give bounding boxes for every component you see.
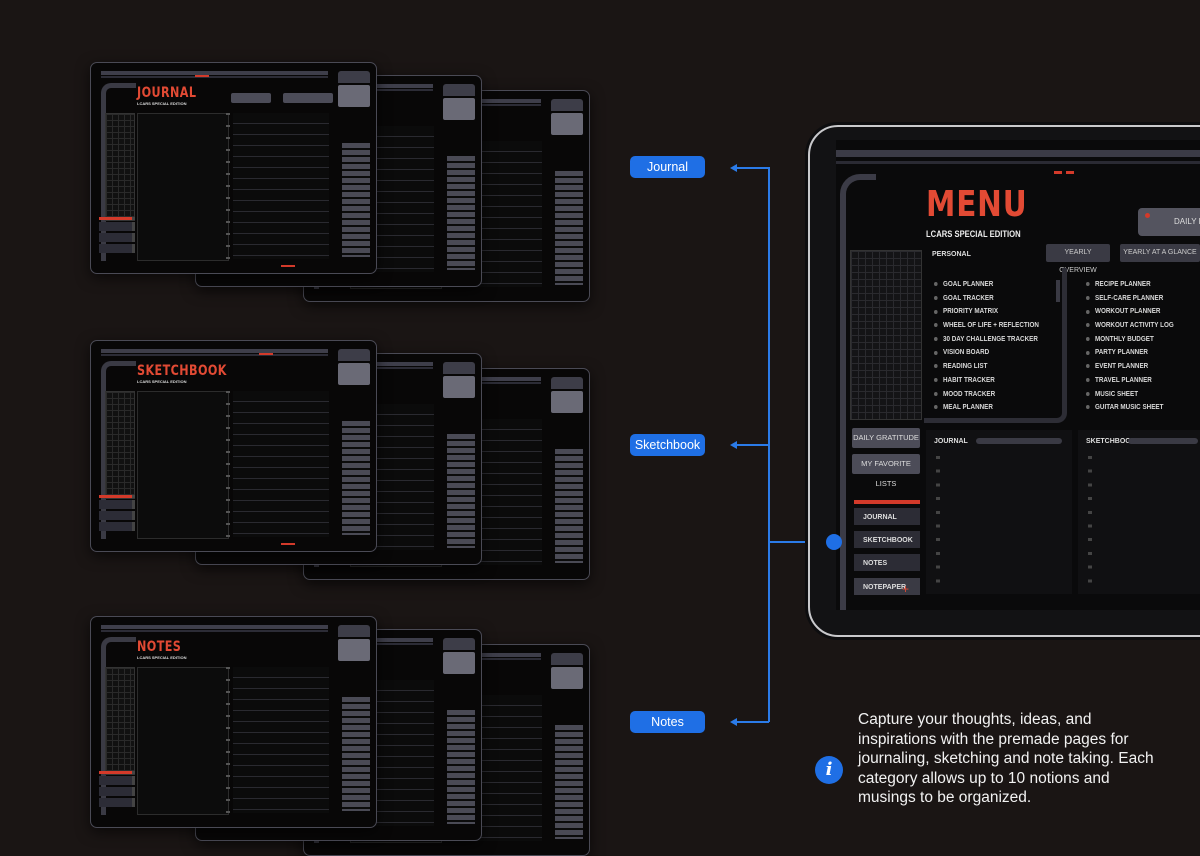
list-item[interactable]: TRAVEL PLANNER [1086,374,1174,388]
sketchbook-section-header: SKETCHBOOK [1086,438,1136,445]
nav-notepaper[interactable]: NOTEPAPER [854,578,920,598]
personal-header: PERSONAL [932,251,971,258]
sketchbook-section: SKETCHBOOK [1078,430,1200,594]
yearly-at-a-glance-button[interactable]: YEARLY AT A GLANCE [1120,244,1200,262]
list-item[interactable]: EVENT PLANNER [1086,360,1174,374]
journal-section-header: JOURNAL [934,438,968,445]
page-subtitle: LCARS SPECIAL EDITION [926,229,1021,239]
daily-gratitude-button[interactable]: DAILY GRATITUDE [852,428,920,448]
journal-mockup-page-1: JOURNAL LCARS SPECIAL EDITION [90,62,377,274]
list-item[interactable]: PARTY PLANNER [1086,346,1174,360]
journal-mockup-stack: JOURNAL LCARS SPECIAL EDITION [90,62,600,327]
connector-tablet [769,541,831,543]
mockup-subtitle: LCARS SPECIAL EDITION [137,655,187,660]
list-item[interactable]: RECIPE PLANNER [1086,278,1174,292]
page-title: MENU [926,184,1028,225]
nav-journal[interactable]: JOURNAL [854,508,920,528]
arrow-left-icon [730,164,737,172]
nav-notes[interactable]: NOTES [854,554,920,574]
description-text: Capture your thoughts, ideas, and inspir… [858,711,1154,806]
my-favorite-lists-button[interactable]: MY FAVORITE LISTS [852,454,920,488]
list-item[interactable]: HABIT TRACKER [934,374,1039,388]
mockup-title: SKETCHBOOK [137,363,227,379]
mockup-subtitle: LCARS SPECIAL EDITION [137,101,187,106]
list-item[interactable]: MEAL PLANNER [934,401,1039,415]
add-icon[interactable]: + [902,582,910,596]
list-item[interactable]: VISION BOARD [934,346,1039,360]
mockup-subtitle: LCARS SPECIAL EDITION [137,379,187,384]
list-item[interactable]: WORKOUT ACTIVITY LOG [1086,319,1174,333]
list-item[interactable]: MOOD TRACKER [934,388,1039,402]
list-item[interactable]: GOAL PLANNER [934,278,1039,292]
list-item[interactable]: MONTHLY BUDGET [1086,333,1174,347]
sketchbook-mockup-page-1: SKETCHBOOK LCARS SPECIAL EDITION [90,340,377,552]
list-item[interactable]: PRIORITY MATRIX [934,305,1039,319]
tablet-screen: MENU LCARS SPECIAL EDITION DAILY PL YEAR… [836,140,1200,610]
notes-label[interactable]: Notes [630,711,705,733]
list-item[interactable]: 30 DAY CHALLENGE TRACKER [934,333,1039,347]
yearly-overview-button[interactable]: YEARLY OVERVIEW [1046,244,1110,274]
daily-planner-button[interactable]: DAILY PL [1138,208,1200,236]
list-item[interactable]: GOAL TRACKER [934,292,1039,306]
arrow-left-icon [730,441,737,449]
nav-sketchbook[interactable]: SKETCHBOOK [854,531,920,551]
list-item[interactable]: MUSIC SHEET [1086,388,1174,402]
personal-list-right: RECIPE PLANNER SELF-CARE PLANNER WORKOUT… [1086,278,1184,415]
list-item[interactable]: WORKOUT PLANNER [1086,305,1174,319]
connector-dot [826,534,842,550]
list-item[interactable]: GUITAR MUSIC SHEET [1086,401,1174,415]
connector-journal [737,167,769,169]
connector-vertical [768,167,770,722]
notes-mockup-stack: NOTES LCARS SPECIAL EDITION [90,616,600,856]
sketchbook-label[interactable]: Sketchbook [630,434,705,456]
personal-list-left: GOAL PLANNER GOAL TRACKER PRIORITY MATRI… [934,278,1051,415]
info-icon: i [815,756,843,784]
journal-section: JOURNAL [926,430,1072,594]
list-item[interactable]: WHEEL OF LIFE + REFLECTION [934,319,1039,333]
list-item[interactable]: SELF-CARE PLANNER [1086,292,1174,306]
journal-label[interactable]: Journal [630,156,705,178]
connector-sketchbook [737,444,769,446]
notes-mockup-page-1: NOTES LCARS SPECIAL EDITION [90,616,377,828]
connector-notes [737,721,769,723]
arrow-left-icon [730,718,737,726]
mockup-title: JOURNAL [137,85,197,101]
personal-grid-area [850,250,922,420]
list-item[interactable]: READING LIST [934,360,1039,374]
mockup-title: NOTES [137,639,182,655]
sketchbook-mockup-stack: SKETCHBOOK LCARS SPECIAL EDITION [90,340,600,605]
